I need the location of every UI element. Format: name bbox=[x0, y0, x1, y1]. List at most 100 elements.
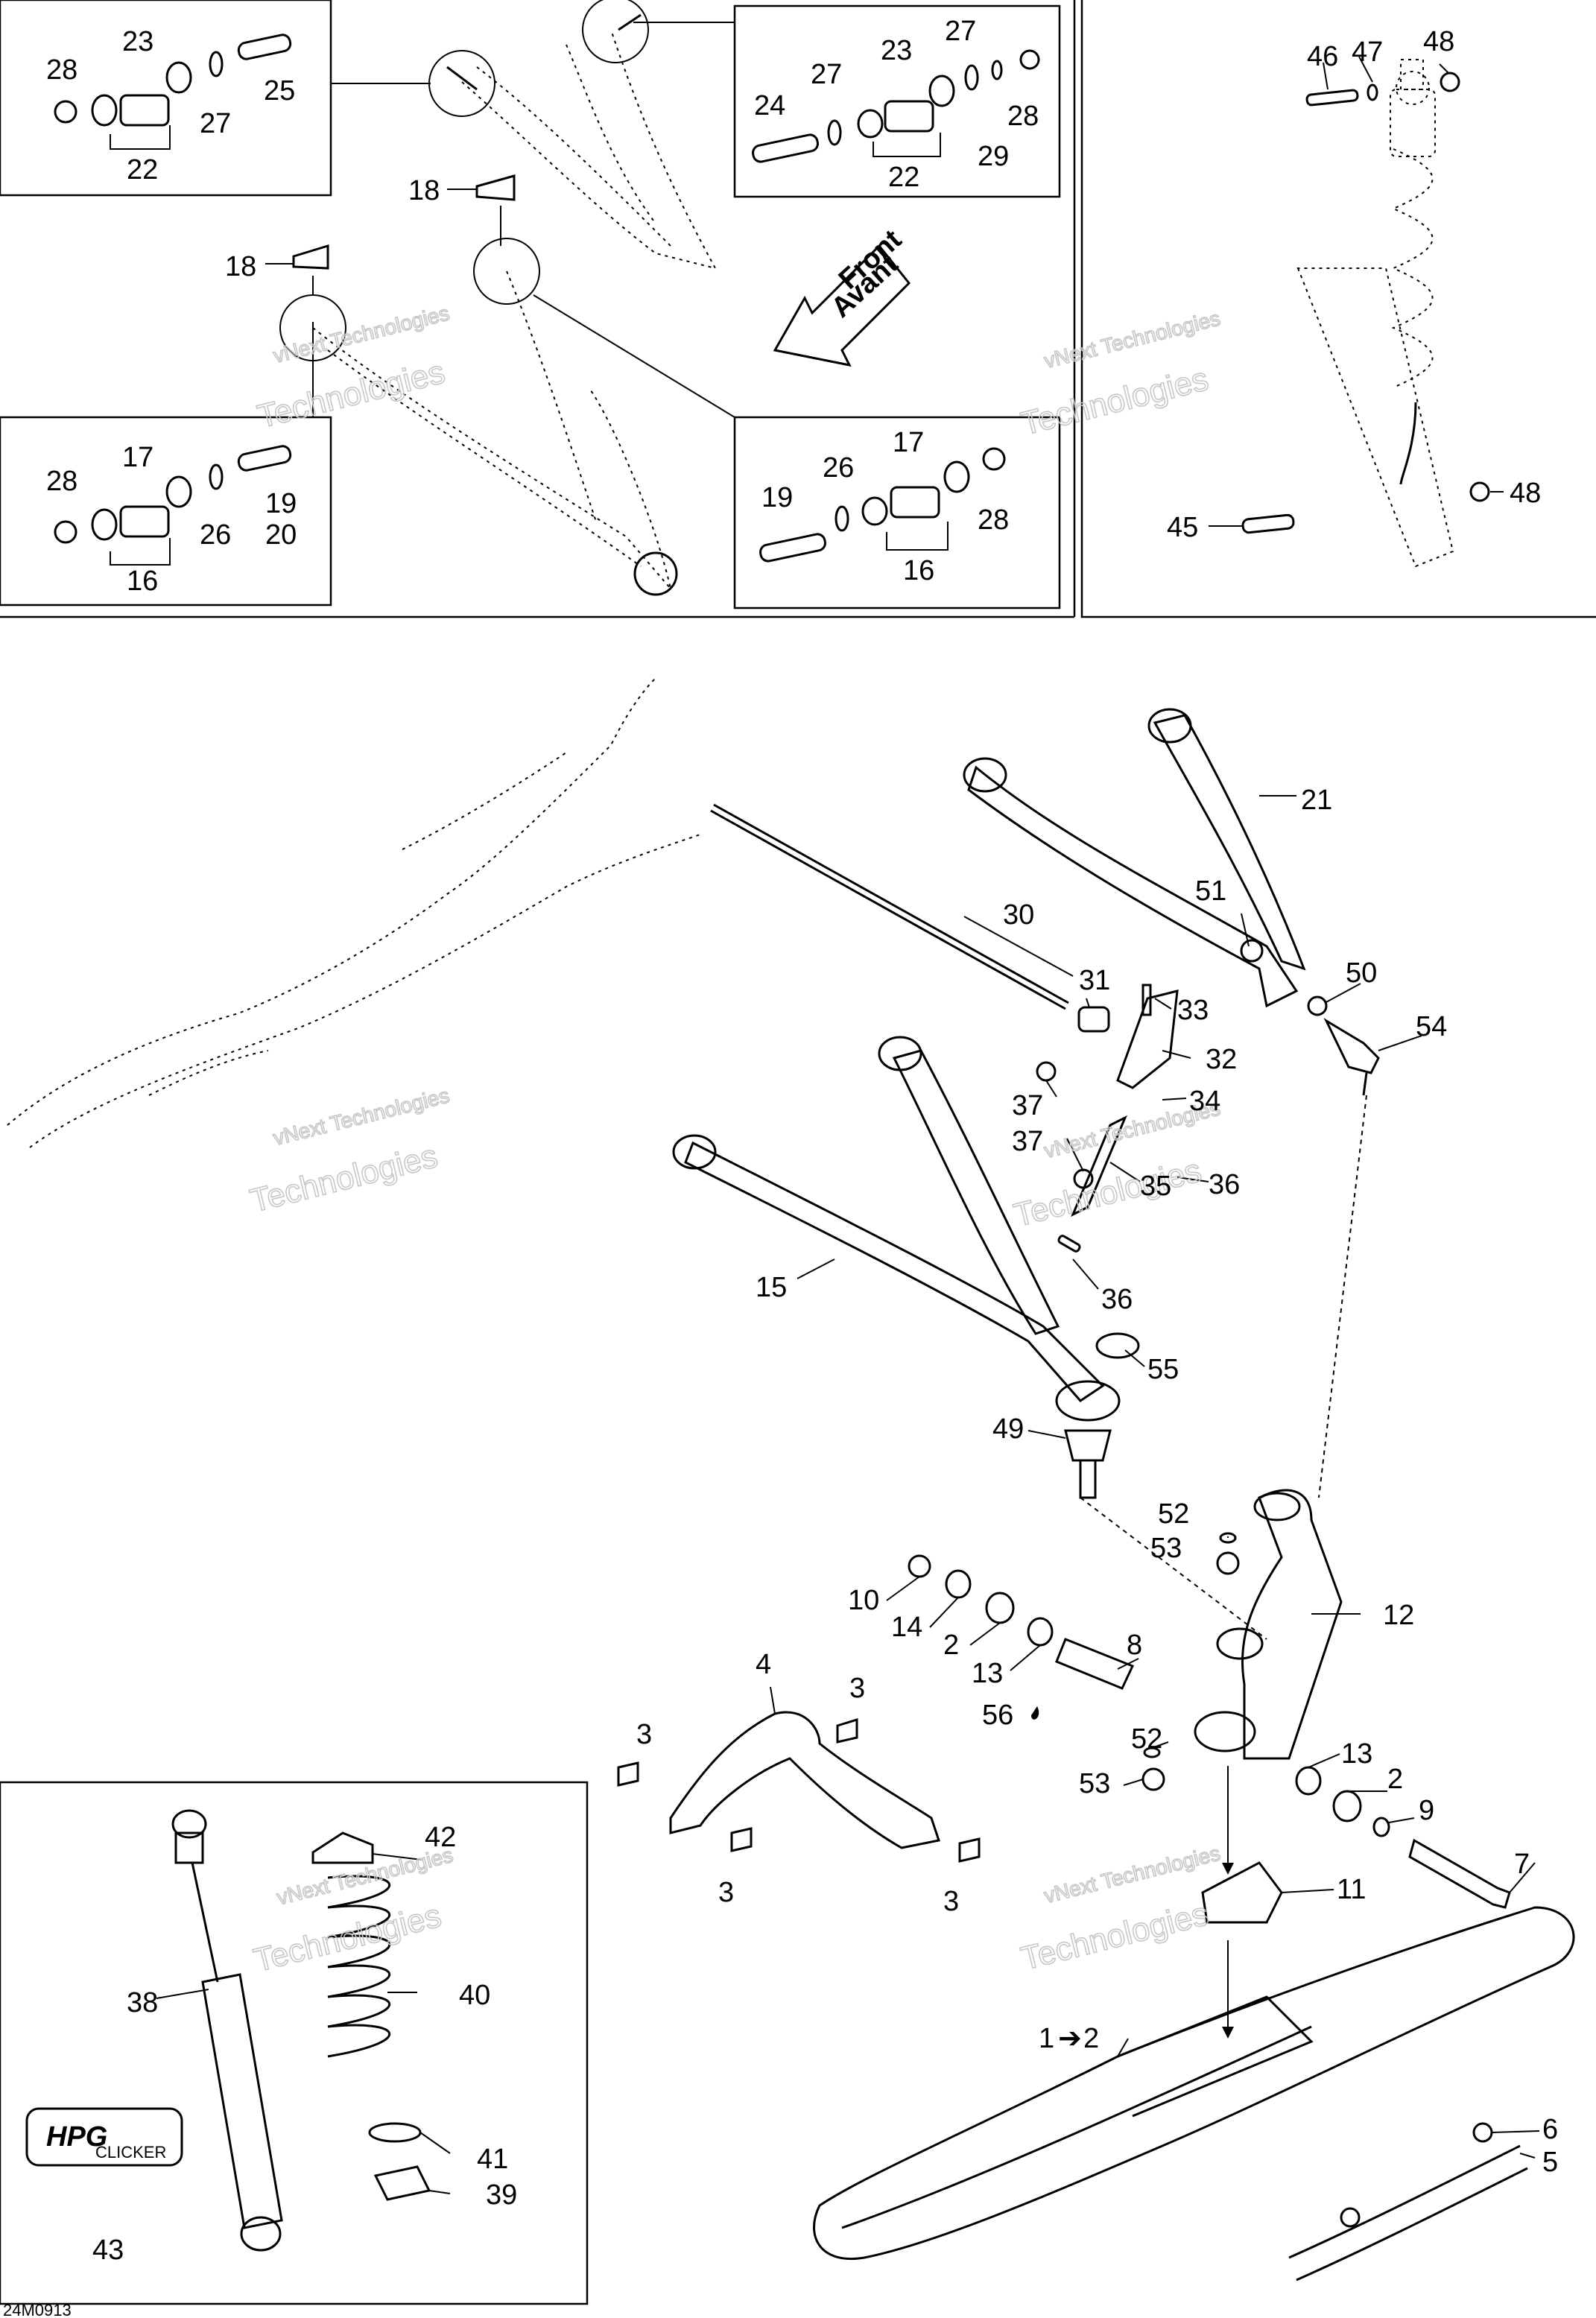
callout-14: 14 bbox=[891, 1612, 922, 1643]
callout-27-c: 27 bbox=[811, 59, 842, 90]
figure-code: 24M0913 bbox=[3, 2301, 72, 2318]
nut-50 bbox=[1307, 995, 1328, 1016]
callout-28-d: 28 bbox=[978, 504, 1009, 536]
callout-40: 40 bbox=[459, 1980, 490, 2011]
callout-24: 24 bbox=[754, 90, 785, 121]
svg-text:Technologies: Technologies bbox=[1010, 1152, 1205, 1234]
callout-47: 47 bbox=[1352, 37, 1383, 68]
callout-16: 16 bbox=[127, 566, 158, 597]
nut-53-lower bbox=[1141, 1767, 1165, 1791]
bushing-callout-circle-1 bbox=[428, 50, 495, 117]
callout-52-b: 52 bbox=[1131, 1723, 1162, 1755]
nut-6-b bbox=[1340, 2207, 1361, 2228]
callout-3-c: 3 bbox=[718, 1877, 734, 1908]
callout-5: 5 bbox=[1542, 2147, 1558, 2178]
callout-54: 54 bbox=[1416, 1011, 1447, 1042]
bushing-callout-circle-2 bbox=[582, 0, 649, 63]
shock-absorber-38 bbox=[171, 1809, 283, 2252]
callout-6: 6 bbox=[1542, 2114, 1558, 2145]
shaft-8 bbox=[1055, 1638, 1135, 1690]
bushing-callout-circle-3 bbox=[473, 238, 540, 305]
detail-hardware-upper-right bbox=[752, 49, 1040, 163]
bushing-13-left bbox=[1027, 1617, 1054, 1647]
callout-17: 17 bbox=[122, 442, 153, 473]
spring-seat-39 bbox=[373, 2165, 431, 2201]
watermark-3: vNext Technologies Technologies bbox=[246, 1083, 452, 1220]
chassis-outline bbox=[7, 677, 701, 1148]
callout-25: 25 bbox=[264, 75, 295, 107]
callout-53-b: 53 bbox=[1079, 1768, 1110, 1799]
callout-27-b: 27 bbox=[945, 16, 976, 47]
callout-38: 38 bbox=[127, 1987, 158, 2018]
callout-18-b: 18 bbox=[225, 251, 256, 282]
screw-3-c bbox=[730, 1827, 753, 1852]
callout-16-b: 16 bbox=[903, 555, 934, 586]
callout-32: 32 bbox=[1206, 1044, 1237, 1075]
washer-2-right bbox=[1332, 1790, 1362, 1823]
callout-52: 52 bbox=[1158, 1498, 1189, 1530]
callout-49: 49 bbox=[992, 1413, 1024, 1445]
ball-joint-54 bbox=[1323, 1018, 1380, 1074]
callout-23-b: 23 bbox=[881, 35, 912, 66]
callout-3-d: 3 bbox=[943, 1886, 959, 1917]
bolt-33 bbox=[1141, 984, 1152, 1016]
bushing-14 bbox=[945, 1569, 972, 1599]
callout-34: 34 bbox=[1189, 1086, 1220, 1117]
watermark-1: vNext Technologies Technologies bbox=[253, 301, 452, 436]
callout-11: 11 bbox=[1337, 1874, 1366, 1905]
rod-end-31 bbox=[1077, 1006, 1110, 1033]
callout-26: 26 bbox=[200, 519, 231, 551]
spindle-12 bbox=[1194, 1489, 1343, 1760]
lower-a-arm-15 bbox=[672, 1036, 1121, 1422]
callout-1-to-2: 2 bbox=[1083, 2023, 1099, 2054]
washer-2-left bbox=[985, 1592, 1015, 1624]
callout-3-b: 3 bbox=[636, 1719, 652, 1750]
callout-22-b: 22 bbox=[888, 162, 919, 193]
callout-30: 30 bbox=[1003, 899, 1034, 931]
callout-27: 27 bbox=[200, 108, 231, 139]
callout-37: 37 bbox=[1012, 1090, 1043, 1121]
ski-1 bbox=[813, 1906, 1575, 2260]
upper-a-arm-outline bbox=[446, 13, 717, 270]
shock-assembly-top-right bbox=[1241, 59, 1490, 568]
detail-hardware-lower-right bbox=[759, 447, 1006, 563]
callout-37-b: 37 bbox=[1012, 1126, 1043, 1157]
callout-51: 51 bbox=[1195, 875, 1226, 907]
callout-2-b: 2 bbox=[1387, 1764, 1403, 1795]
front-direction-arrow: Front Avant bbox=[773, 224, 911, 367]
detail-hardware-upper-left bbox=[54, 34, 292, 150]
callout-12: 12 bbox=[1383, 1600, 1414, 1631]
top-right-panel-frame bbox=[1080, 0, 1596, 618]
carbide-runner-5 bbox=[1288, 2144, 1528, 2281]
detail-box-lower-right bbox=[733, 416, 1061, 609]
callout-1: 1 bbox=[1039, 2023, 1054, 2054]
nut-10 bbox=[908, 1554, 931, 1578]
upper-a-arm-21 bbox=[963, 708, 1306, 1008]
callout-56: 56 bbox=[982, 1700, 1013, 1731]
callout-39: 39 bbox=[486, 2179, 517, 2211]
callout-35: 35 bbox=[1140, 1171, 1171, 1202]
callout-3-a: 3 bbox=[849, 1673, 865, 1704]
washer-9 bbox=[1372, 1817, 1390, 1837]
skid-plate-11 bbox=[1201, 1861, 1283, 1924]
callout-13-a: 13 bbox=[972, 1658, 1003, 1689]
callout-10: 10 bbox=[848, 1585, 879, 1616]
leader-lines bbox=[156, 56, 1540, 2194]
callout-20: 20 bbox=[265, 519, 297, 551]
svg-text:Technologies: Technologies bbox=[1018, 361, 1212, 443]
callout-36-b: 36 bbox=[1101, 1284, 1133, 1315]
callout-48: 48 bbox=[1423, 26, 1454, 57]
callout-4: 4 bbox=[756, 1649, 771, 1680]
detail-box-upper-left bbox=[0, 0, 332, 197]
callout-43: 43 bbox=[92, 2235, 124, 2266]
callout-50: 50 bbox=[1346, 957, 1377, 989]
grease-drop-icon bbox=[1031, 1706, 1039, 1720]
svg-text:Technologies: Technologies bbox=[247, 1138, 441, 1220]
steering-arm-32 bbox=[1116, 989, 1179, 1089]
lower-a-arm-outline bbox=[312, 270, 678, 596]
callout-9: 9 bbox=[1419, 1795, 1434, 1826]
callout-42: 42 bbox=[425, 1822, 456, 1853]
bolt-36 bbox=[1057, 1235, 1081, 1253]
callout-21: 21 bbox=[1301, 785, 1332, 816]
